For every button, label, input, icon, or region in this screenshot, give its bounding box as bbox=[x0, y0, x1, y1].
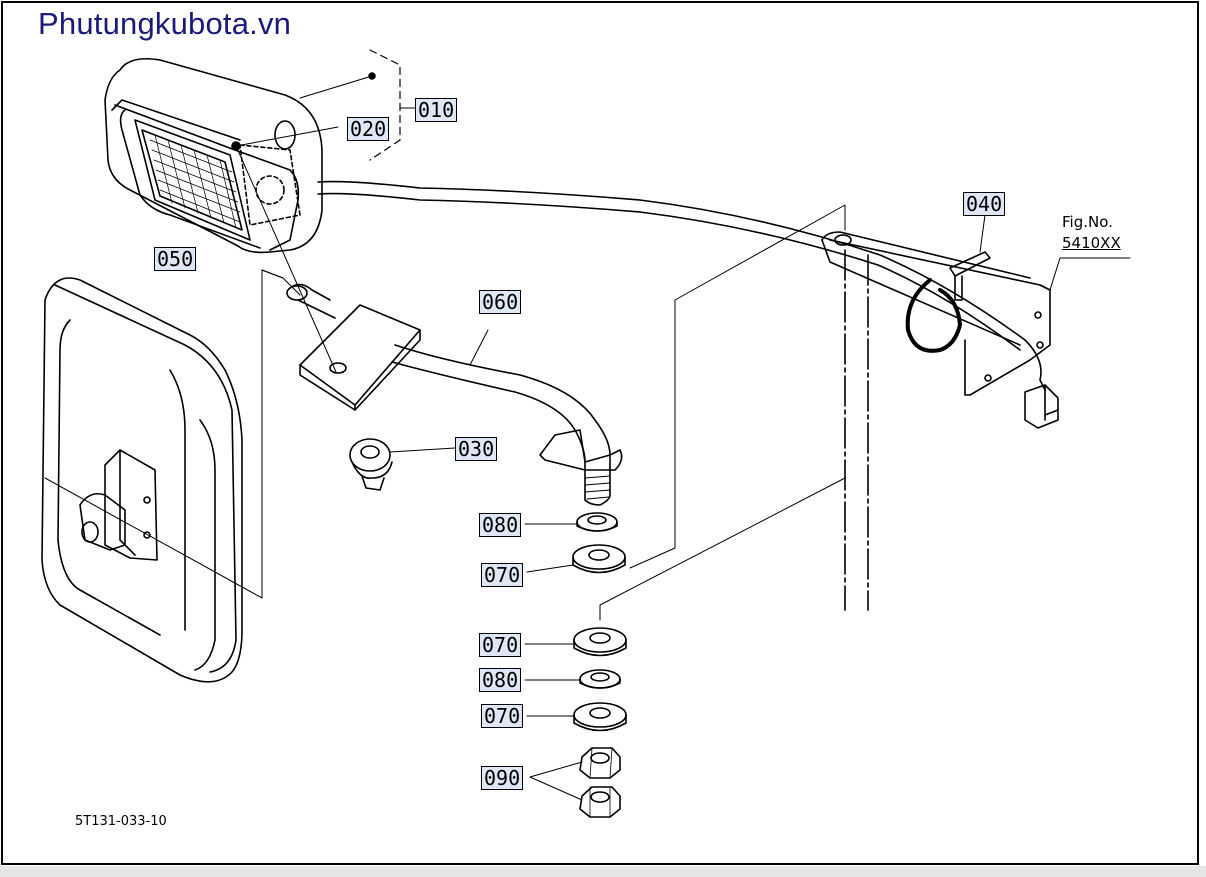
watermark: Phutungkubota.vn bbox=[38, 6, 292, 41]
part-label-070-lower[interactable]: 070 bbox=[481, 704, 524, 728]
washer-080-lower bbox=[579, 669, 621, 689]
washer-070-upper bbox=[572, 544, 626, 574]
diagram-code: 5T131-033-10 bbox=[75, 814, 167, 829]
fig-no-label: Fig.No. bbox=[1062, 213, 1113, 231]
part-label-080-upper[interactable]: 080 bbox=[479, 513, 522, 537]
part-label-030[interactable]: 030 bbox=[455, 437, 498, 461]
part-label-050[interactable]: 050 bbox=[154, 247, 197, 271]
cable-tie bbox=[905, 214, 991, 353]
washer-070-middle bbox=[573, 627, 627, 657]
part-label-090[interactable]: 090 bbox=[481, 766, 524, 790]
washer-080-upper bbox=[576, 512, 618, 532]
part-label-070-middle[interactable]: 070 bbox=[479, 633, 522, 657]
part-label-020[interactable]: 020 bbox=[347, 117, 390, 141]
grommet bbox=[349, 438, 456, 491]
part-label-040[interactable]: 040 bbox=[963, 192, 1006, 216]
part-label-010[interactable]: 010 bbox=[415, 98, 458, 122]
fig-no-value[interactable]: 5410XX bbox=[1062, 234, 1121, 252]
mirror bbox=[41, 269, 284, 683]
part-label-080-lower[interactable]: 080 bbox=[479, 668, 522, 692]
drawing-border bbox=[1, 1, 1199, 865]
nut-090-upper bbox=[579, 747, 621, 779]
work-lamp bbox=[104, 57, 339, 254]
leader-010-bracket bbox=[369, 49, 401, 161]
part-label-060[interactable]: 060 bbox=[479, 290, 522, 314]
nut-090-lower bbox=[579, 786, 621, 818]
part-label-070-upper[interactable]: 070 bbox=[481, 563, 524, 587]
cabin-pillar bbox=[821, 231, 1131, 611]
wire-connector bbox=[1024, 339, 1059, 429]
bottom-strip bbox=[0, 866, 1206, 877]
mirror-stay bbox=[286, 283, 623, 506]
washer-070-lower bbox=[573, 702, 627, 732]
lamp-cable bbox=[317, 180, 1026, 351]
